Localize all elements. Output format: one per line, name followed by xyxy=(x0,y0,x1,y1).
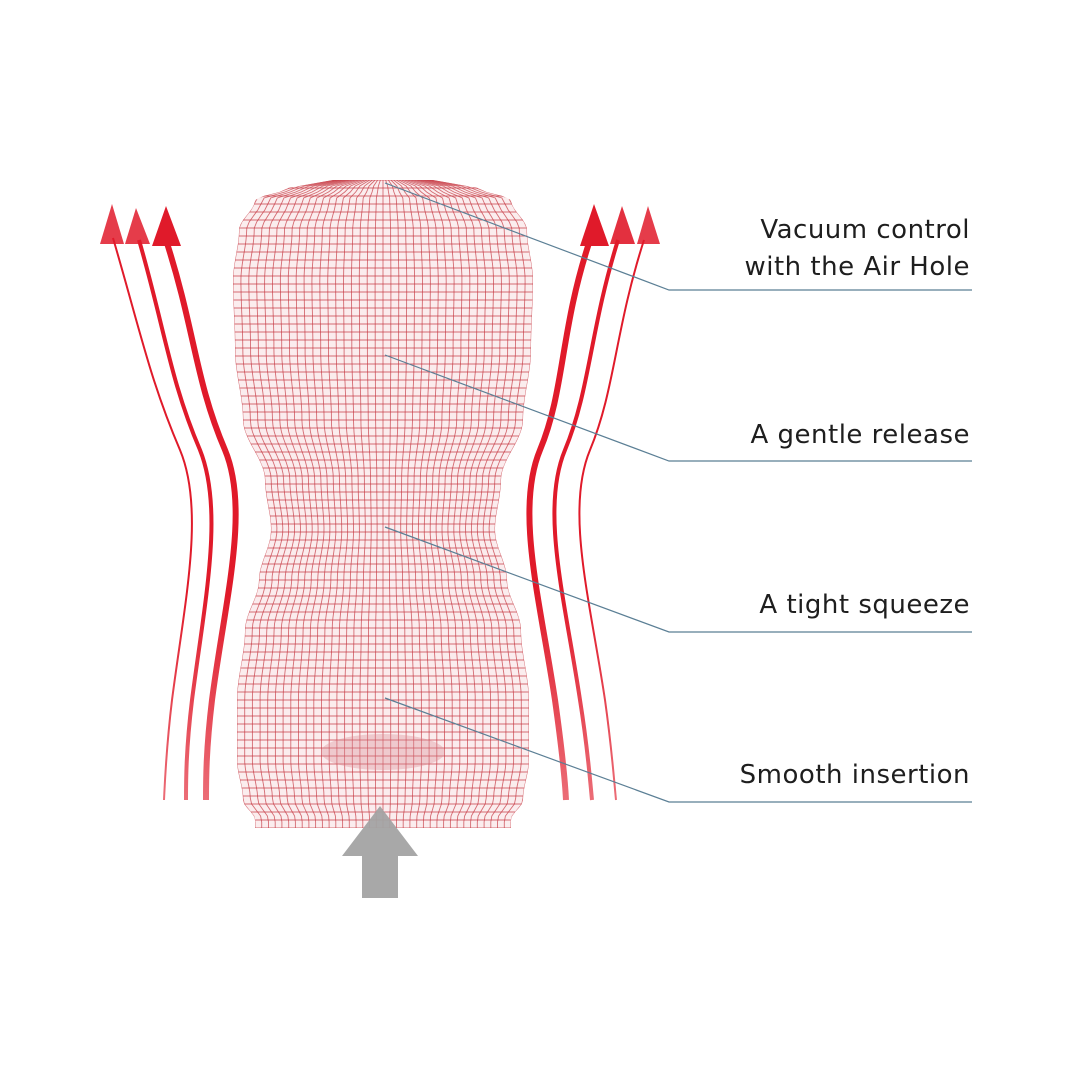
callout-labels: Vacuum control with the Air Hole A gentl… xyxy=(740,215,970,790)
grid-line-vertical xyxy=(411,180,471,828)
grid-line-vertical xyxy=(387,180,400,828)
grid-line-vertical xyxy=(409,180,463,828)
left-airflow-arrows xyxy=(100,204,239,801)
grid-line-vertical xyxy=(393,180,416,828)
airflow-arrow-icon xyxy=(100,204,193,801)
grid-line-vertical xyxy=(240,180,336,828)
grid-line-vertical xyxy=(432,180,533,828)
grid-line-vertical xyxy=(279,180,349,828)
grid-line-vertical xyxy=(303,180,357,828)
grid-line-vertical xyxy=(417,180,487,828)
grid-line-vertical xyxy=(350,180,373,828)
callout-air-hole-line1: Vacuum control xyxy=(760,215,970,245)
callout-air-hole-line2: with the Air Hole xyxy=(744,252,970,282)
grid-line-vertical xyxy=(256,180,341,828)
grid-line-vertical xyxy=(385,180,392,828)
right-airflow-arrows xyxy=(526,204,660,801)
grid-line-vertical xyxy=(422,180,502,828)
airflow-arrow-icon xyxy=(578,206,660,801)
grid-line-vertical xyxy=(390,180,408,828)
grid-line-vertical xyxy=(401,180,439,828)
grid-line-vertical xyxy=(311,180,360,828)
grid-line-vertical xyxy=(430,180,526,828)
grid-line-vertical xyxy=(272,180,347,828)
cup-body-grid xyxy=(233,180,533,828)
airflow-arrow-icon xyxy=(526,204,609,801)
grid-line-vertical xyxy=(427,180,518,828)
grid-line-vertical xyxy=(287,180,352,828)
airflow-arrow-icon xyxy=(552,206,635,801)
grid-line-vertical xyxy=(419,180,494,828)
grid-line-vertical xyxy=(358,180,376,828)
leader-line-tight-squeeze xyxy=(384,526,972,633)
grid-line-vertical xyxy=(395,180,423,828)
grid-line-vertical xyxy=(327,180,365,828)
grid-line-vertical xyxy=(319,180,363,828)
grid-line-vertical xyxy=(248,180,339,828)
airflow-arrow-icon xyxy=(125,208,214,801)
inner-sleeve-shadow xyxy=(321,734,445,770)
airflow-arrow-icon xyxy=(152,206,239,801)
grid-line-vertical xyxy=(366,180,379,828)
grid-line-vertical xyxy=(264,180,344,828)
leader-line-smooth-insertion xyxy=(384,697,972,803)
grid-line-vertical xyxy=(233,180,334,828)
grid-line-vertical xyxy=(425,180,510,828)
up-push-arrow-icon xyxy=(342,806,418,898)
grid-line-vertical xyxy=(374,180,381,828)
cup-body xyxy=(233,180,533,828)
leader-line-gentle-release xyxy=(384,354,972,462)
grid-line-vertical xyxy=(414,180,479,828)
callout-tight-squeeze: A tight squeeze xyxy=(759,590,970,620)
grid-line-vertical xyxy=(398,180,431,828)
leader-lines xyxy=(384,182,972,803)
grid-line-vertical xyxy=(335,180,368,828)
grid-line-vertical xyxy=(406,180,455,828)
callout-smooth-insertion: Smooth insertion xyxy=(740,760,970,790)
grid-line-vertical xyxy=(295,180,355,828)
callout-gentle-release: A gentle release xyxy=(750,420,970,450)
leader-line-air-hole xyxy=(384,182,972,291)
grid-line-vertical xyxy=(343,180,371,828)
